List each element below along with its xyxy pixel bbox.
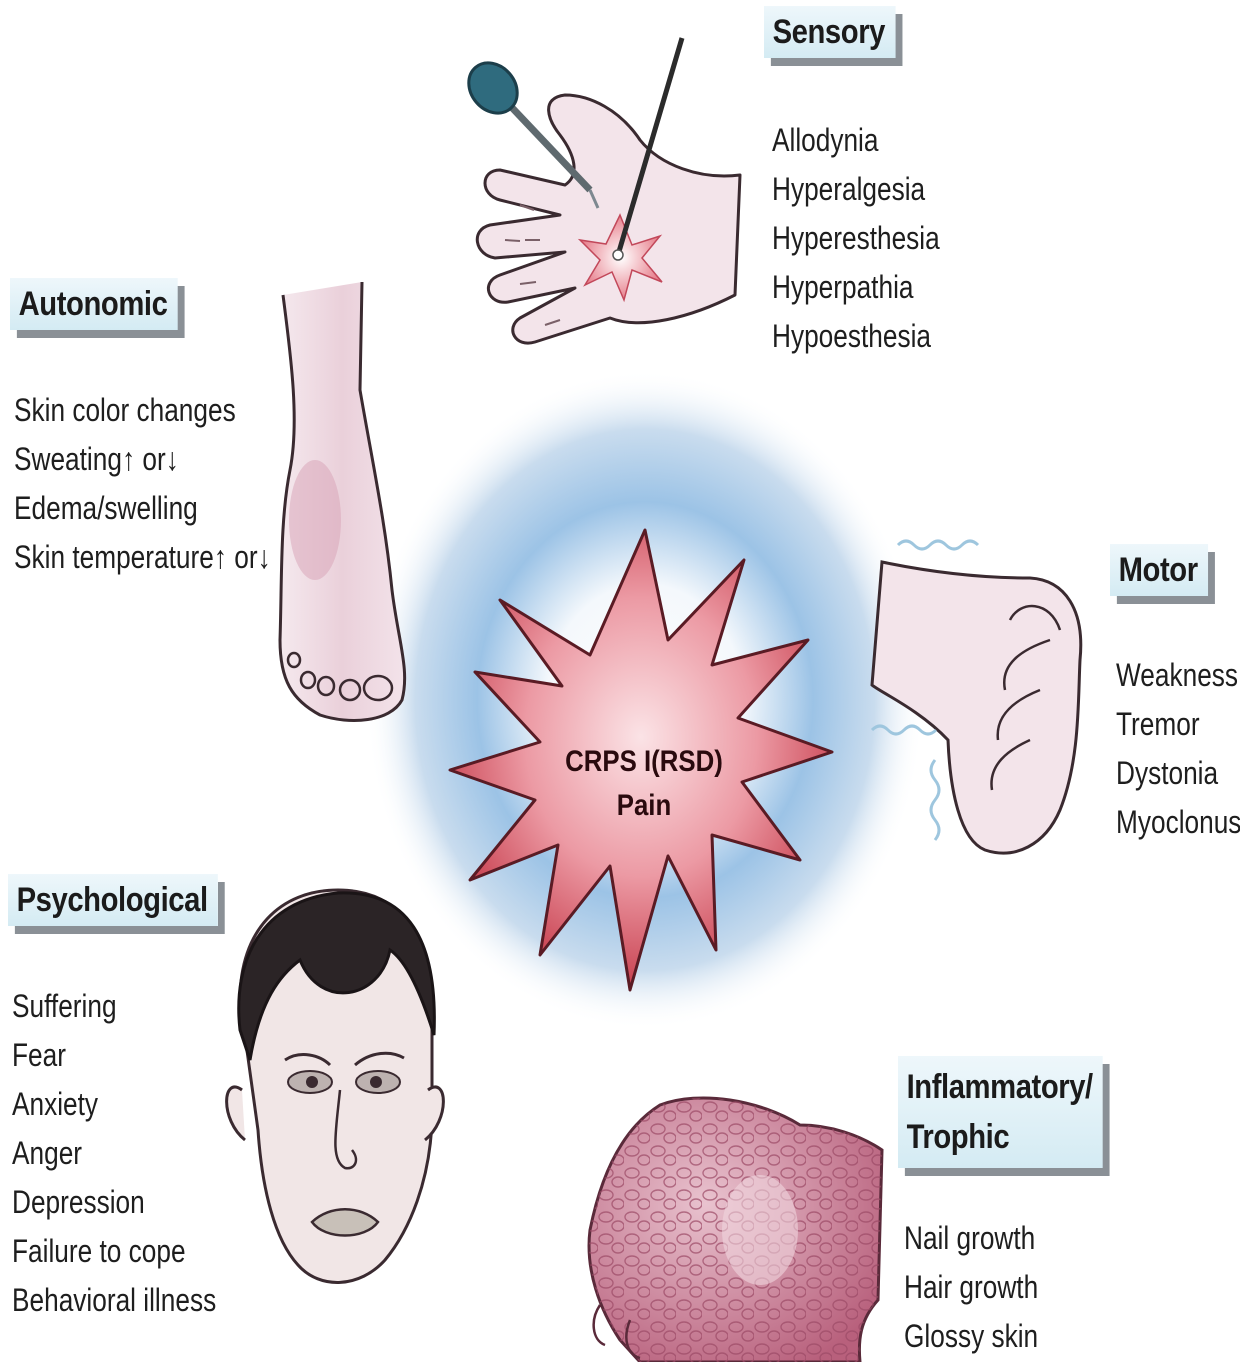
sensory-title: Sensory [773,12,885,52]
list-item: Depression [12,1178,216,1227]
list-item: Fear [12,1031,216,1080]
list-item: Skin color changes [14,386,271,435]
sensory-hand-illustration [459,38,740,343]
psychological-title: Psychological [17,880,208,920]
inflammatory-hand-illustration [589,1098,882,1362]
list-item: Hyperalgesia [772,165,940,214]
list-item: Hair growth [904,1263,1038,1312]
psychological-list: Suffering Fear Anxiety Anger Depression … [12,982,216,1325]
list-item: Hyperesthesia [772,214,940,263]
list-item: Nail growth [904,1214,1038,1263]
list-item: Edema/swelling [14,484,271,533]
list-item: Anger [12,1129,216,1178]
sensory-list: Allodynia Hyperalgesia Hyperesthesia Hyp… [772,116,940,361]
list-item: Hyperpathia [772,263,940,312]
autonomic-title: Autonomic [19,284,168,324]
list-item: Dystonia [1116,749,1240,798]
center-label-line2: Pain [558,784,730,828]
list-item: Hypoesthesia [772,312,940,361]
autonomic-foot-illustration [280,282,405,720]
inflammatory-title-line1: Inflammatory/ [907,1062,1093,1112]
list-item: Skin temperature↑ or↓ [14,533,271,582]
list-item: Suffering [12,982,216,1031]
sensory-header: Sensory [764,6,895,58]
list-item: Weakness [1116,651,1240,700]
list-item: Sweating↑ or↓ [14,435,271,484]
list-item: Anxiety [12,1080,216,1129]
center-label-line1: CRPS I(RSD) [558,740,730,784]
list-item: Glossy skin [904,1312,1038,1361]
psychological-header: Psychological [8,874,218,926]
center-label: CRPS I(RSD) Pain [558,740,730,828]
inflammatory-title-line2: Trophic [907,1112,1093,1162]
list-item: Tremor [1116,700,1240,749]
motor-header: Motor [1110,544,1208,596]
list-item: Myoclonus [1116,798,1240,847]
inflammatory-list: Nail growth Hair growth Glossy skin [904,1214,1038,1361]
motor-list: Weakness Tremor Dystonia Myoclonus [1116,651,1240,847]
autonomic-list: Skin color changes Sweating↑ or↓ Edema/s… [14,386,271,582]
motor-title: Motor [1119,550,1198,590]
list-item: Behavioral illness [12,1276,216,1325]
autonomic-header: Autonomic [10,278,178,330]
psychological-face-illustration [227,890,444,1282]
inflammatory-header: Inflammatory/ Trophic [898,1056,1103,1168]
list-item: Allodynia [772,116,940,165]
list-item: Failure to cope [12,1227,216,1276]
